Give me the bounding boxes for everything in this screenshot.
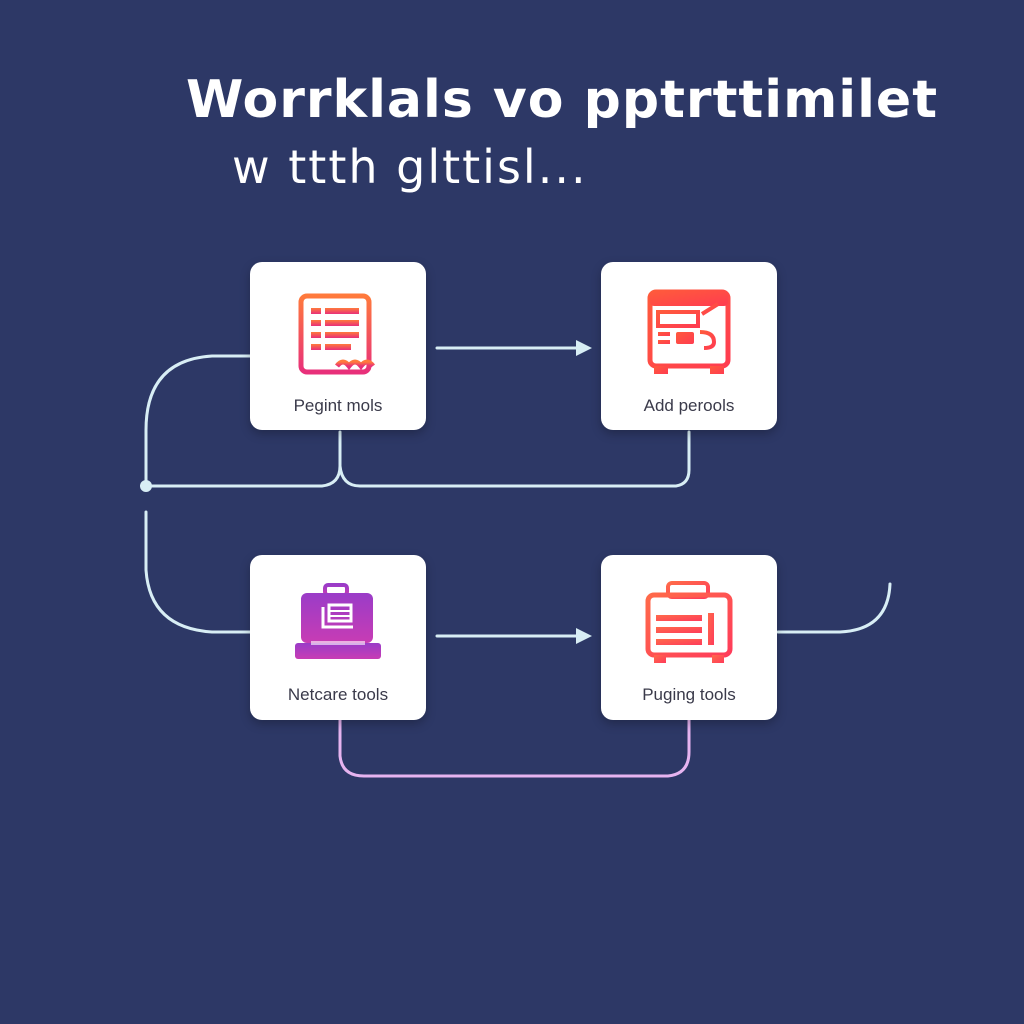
node-label-1: Pegint mols xyxy=(293,396,383,415)
document-list-icon xyxy=(298,293,375,375)
arrow-bottom-head xyxy=(576,628,592,644)
node-card-1[interactable]: Pegint mols xyxy=(250,262,426,430)
node-card-2[interactable]: Add perools xyxy=(601,262,777,430)
connector-right-exit xyxy=(776,582,892,634)
diagram-title-line-1: Worrklals vo pptrttimilet xyxy=(186,70,939,130)
laptop-briefcase-icon xyxy=(295,583,381,659)
connector-bottom-pink xyxy=(338,718,691,778)
node-label-3: Netcare tools xyxy=(287,685,389,704)
junction-dot xyxy=(140,480,152,492)
arrow-top-head xyxy=(576,340,592,356)
connector-left-bottom xyxy=(144,510,252,634)
connector-left-top-loop xyxy=(144,354,252,488)
connector-bus-right xyxy=(338,430,691,488)
node-label-4: Puging tools xyxy=(642,685,736,704)
diagram-title-line-2: w ttth glttisl... xyxy=(232,140,588,194)
node-card-3[interactable]: Netcare tools xyxy=(250,555,426,720)
machine-tools-icon xyxy=(645,581,733,663)
printer-machine-icon xyxy=(647,289,731,374)
node-label-2: Add perools xyxy=(643,396,735,415)
node-card-4[interactable]: Puging tools xyxy=(601,555,777,720)
connector-bus xyxy=(144,430,342,488)
